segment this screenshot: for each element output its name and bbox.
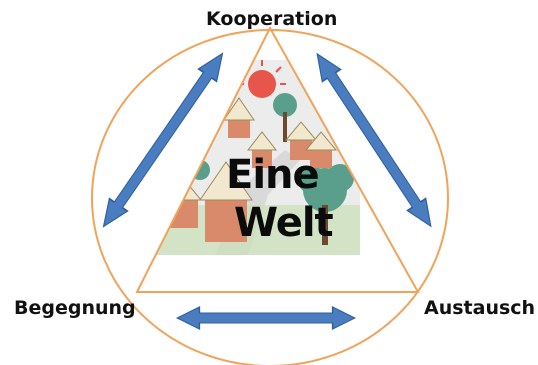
center-text-line1: Eine	[226, 152, 320, 198]
label-kooperation: Kooperation	[206, 8, 338, 30]
arrow-bottom-horizontal	[175, 306, 357, 330]
triangle-outline	[135, 25, 420, 293]
arrow-right-diagonal	[316, 52, 432, 228]
label-austausch: Austausch	[424, 297, 536, 319]
arrow-left-diagonal	[102, 52, 224, 228]
center-text-line2: Welt	[234, 200, 334, 246]
label-begegnung: Begegnung	[14, 297, 136, 319]
